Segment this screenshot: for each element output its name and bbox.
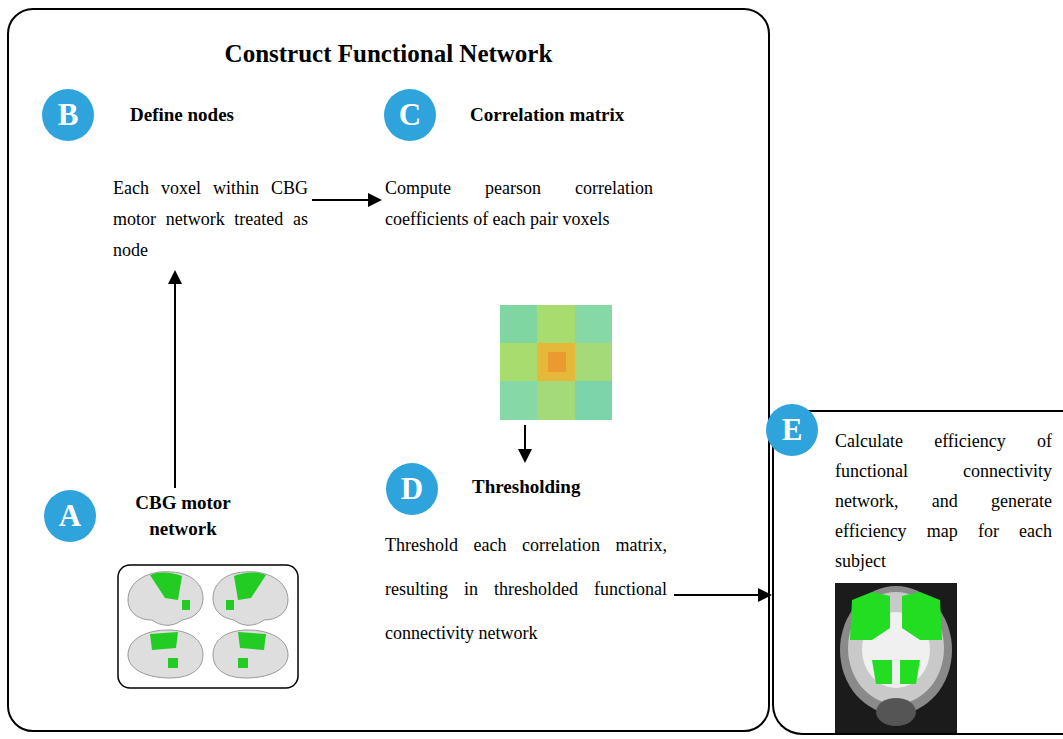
brain-surfaces [128,572,288,678]
flow-arrow [674,588,772,602]
step-group: D ThresholdingThreshold each correlation … [384,463,674,663]
panel-title: Construct Functional Network [9,40,768,68]
flow-arrow [518,425,532,463]
correlation-matrix [500,305,612,420]
efficiency-map [835,583,957,733]
step-group: C Correlation matrixCompute pearson corre… [382,88,667,425]
step-letter: A [44,490,96,542]
step-body: Calculate efficiency of functional conne… [835,426,1052,576]
outer-panel: Construct Functional NetworkB Define node… [7,8,770,732]
step-letter: E [766,404,818,456]
step-letter: C [384,89,436,141]
efficiency-box: ECalculate efficiency of functional conn… [772,410,1063,735]
step-body: Compute pearson correlation coefficients… [385,173,653,235]
step-heading: Define nodes [130,103,234,127]
step-group: B Define nodesEach voxel within CBG motor… [40,88,312,270]
step-heading: CBG motor network [120,490,246,542]
step-group: A CBG motor network [42,488,302,690]
step-body: Each voxel within CBG motor network trea… [113,173,308,266]
step-letter: D [386,463,438,515]
step-heading: Thresholding [472,475,580,499]
flow-arrow [168,270,182,488]
step-body: Threshold each correlation matrix, resul… [385,523,667,655]
step-heading: Correlation matrix [470,103,624,127]
brain-panel [118,565,298,688]
step-letter: B [42,89,94,141]
flow-arrow [312,193,382,207]
